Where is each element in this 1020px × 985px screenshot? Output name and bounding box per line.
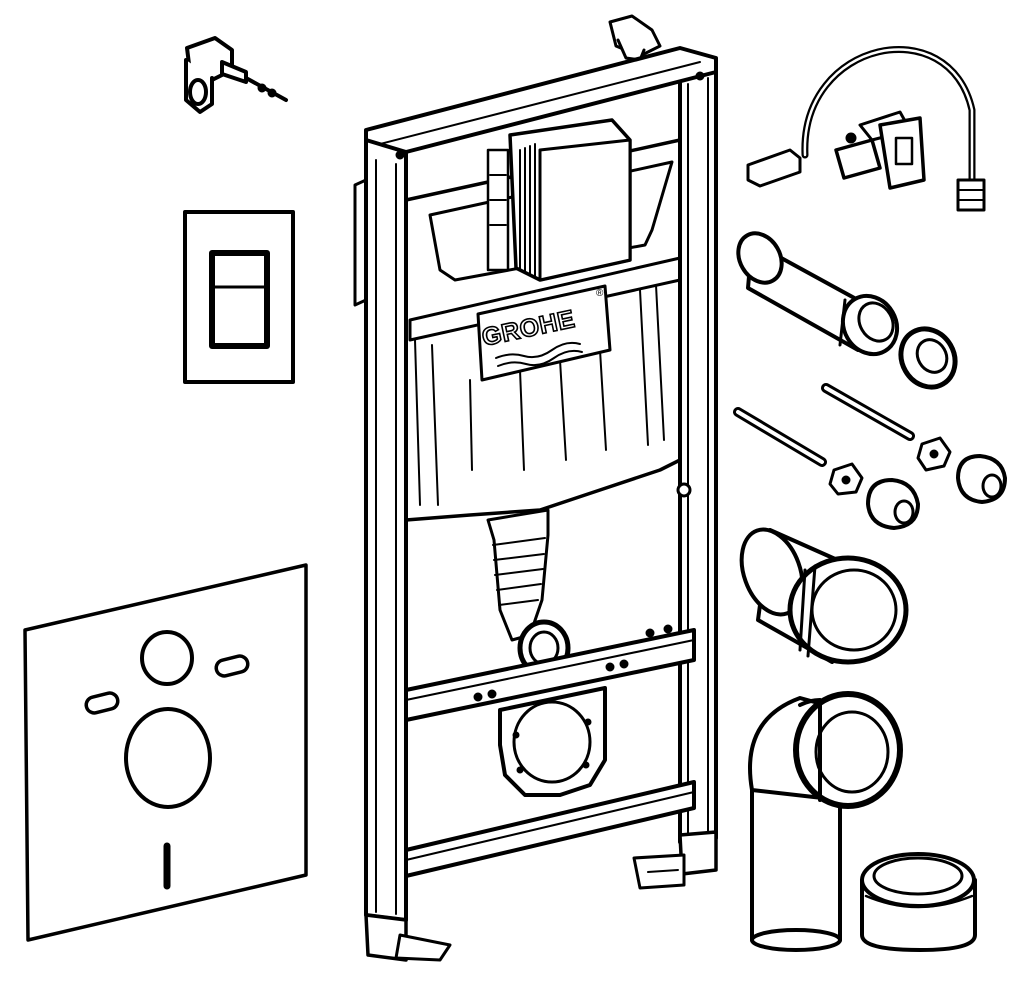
bowl-connector-bracket (498, 686, 607, 797)
end-cap-part (860, 852, 977, 952)
pan-connector-bend-part (748, 691, 903, 952)
seal-ring-part (898, 326, 958, 390)
connection-pipe-part (736, 231, 900, 357)
brand-registered-mark: ® (596, 288, 604, 299)
flush-connector-part (739, 527, 909, 665)
flush-plate-part (183, 210, 295, 384)
wall-bracket-part (184, 36, 288, 114)
supply-hose-part (746, 46, 986, 212)
sound-insulation-mat-part (23, 563, 308, 942)
flush-pipe (486, 508, 571, 677)
brand-logo: GROHE ® (476, 284, 612, 382)
stop-valve-part (834, 110, 926, 190)
installation-frame: GROHE ® (353, 14, 718, 962)
fixing-bolts-part (733, 383, 1007, 530)
actuator-vents (519, 143, 536, 277)
